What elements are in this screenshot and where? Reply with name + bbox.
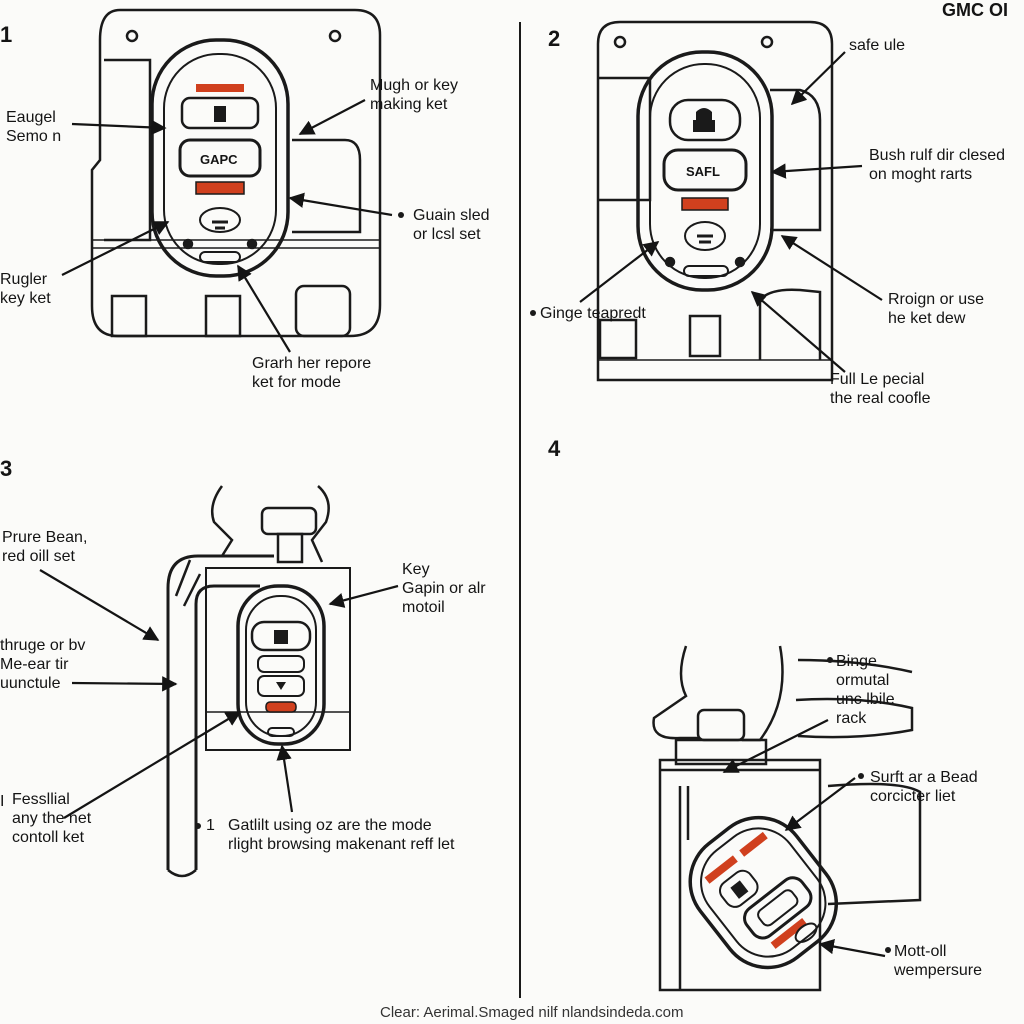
panel-3-label-fessllial: Fessllial any the net contoll ket	[12, 791, 92, 846]
housing-slot	[204, 294, 242, 338]
panel-4-arrows	[722, 719, 886, 958]
panel-1-label-mugh: Mugh or key making ket	[370, 77, 459, 113]
panel-3-label-prure: Prure Bean, red oill set	[2, 529, 88, 565]
steering-column-shaft	[166, 554, 274, 870]
panel-4-number: 4	[548, 436, 561, 461]
fob-1-red-button	[195, 181, 245, 195]
fob-1-bottom-button	[199, 207, 241, 233]
panel-2-housing	[596, 20, 834, 382]
panel-1-label-guain: Guain sled or lcsl set	[413, 207, 490, 243]
panel-3-arrows	[39, 569, 399, 819]
fob-1-top-indicator	[196, 84, 244, 92]
panel-2-label-safe-ule: safe ule	[849, 37, 906, 54]
footer-caption: Clear: Aerimal.Smaged nilf nlandsindeda.…	[380, 1004, 684, 1021]
key-fob-3	[236, 584, 326, 746]
fob-4-main-button	[743, 876, 813, 940]
panel-3-gatlilt-prefix: 1	[206, 817, 215, 834]
dashboard-panel	[658, 758, 822, 992]
panel-1-label-rugler: Rugler key ket	[0, 271, 51, 307]
fob-2-red-button	[681, 197, 729, 211]
fob-3-red-button	[265, 701, 297, 713]
panel-3-drawing	[166, 485, 351, 878]
panel-1-arrows	[61, 99, 393, 353]
panel-3-label-thruge: thruge or bv Me-ear tir uunctule	[0, 637, 86, 692]
fob-1-button-text: GAPC	[200, 152, 238, 167]
panel-1-drawing	[90, 8, 382, 338]
panel-3-fessllial-prefix: I	[0, 793, 5, 810]
fob-1-main-button	[178, 138, 262, 178]
panel-1-label-grarh: Grarh her repore ket for mode	[252, 355, 372, 391]
bullet-dots	[195, 212, 891, 953]
panel-3-label-gatlilt: Gatlilt using oz are the mode rlight bro…	[228, 817, 455, 853]
fob-2-lock-button	[668, 98, 742, 142]
fob-2-main-button	[662, 148, 748, 192]
panel-2-number: 2	[548, 26, 561, 51]
panel-4-label-mott: Mott-oll wempersure	[894, 943, 983, 979]
panel-1-label-eaugel: Eaugel Semo n	[6, 109, 62, 145]
fob-4-lock-button	[719, 869, 759, 908]
fob-3-lock-button	[250, 620, 312, 652]
housing-slot	[294, 284, 352, 338]
panel-2-label-ginge: Ginge teapredt	[540, 305, 646, 322]
fob-4-red-indicator	[704, 855, 738, 884]
panel-2-label-rroign: Rroign or use he ket dew	[888, 291, 985, 327]
fob-2-bottom-button	[684, 221, 726, 251]
fob-1-lock-button	[180, 96, 260, 130]
key-fob-4	[688, 815, 839, 970]
panel-4-drawing	[652, 645, 922, 992]
panel-3-label-key: Key Gapin or alr motoil	[402, 561, 486, 616]
housing-slot	[110, 294, 148, 338]
housing-slot	[688, 314, 722, 358]
fob-2-key-slot	[683, 265, 729, 277]
panel-2-label-bush: Bush rulf dir clesed on moght rarts	[869, 147, 1006, 183]
fob-3-key-slot	[267, 727, 295, 737]
steering-column-top	[211, 485, 330, 563]
panel-3-number: 3	[0, 456, 13, 481]
panel-1-number: 1	[0, 22, 13, 47]
panel-2-drawing	[596, 20, 834, 382]
panel-4-label-binge: Binge ormutal unc lbile rack	[836, 653, 895, 727]
fob-3-button-b	[257, 675, 305, 697]
screw-hole	[328, 29, 342, 43]
panel-2-arrows	[579, 51, 883, 373]
fob-1-key-slot	[199, 251, 241, 263]
fob-2-button-text: SAFL	[686, 164, 720, 179]
panel-4-label-surft: Surft ar a Bead corcicter liet	[870, 769, 978, 805]
housing-slot	[598, 318, 638, 360]
screw-hole	[760, 35, 774, 49]
steering-column-4	[652, 645, 784, 742]
panel-2-label-full: Full Le pecial the real coofle	[830, 371, 931, 407]
brand-logo-text: GMC OI	[942, 0, 1008, 20]
fob-4-red-button	[770, 917, 808, 949]
fob-3-button-a	[257, 655, 305, 673]
screw-hole	[613, 35, 627, 49]
fob-4-red-indicator	[739, 831, 768, 857]
screw-hole	[125, 29, 139, 43]
key-fob-1	[150, 38, 290, 278]
